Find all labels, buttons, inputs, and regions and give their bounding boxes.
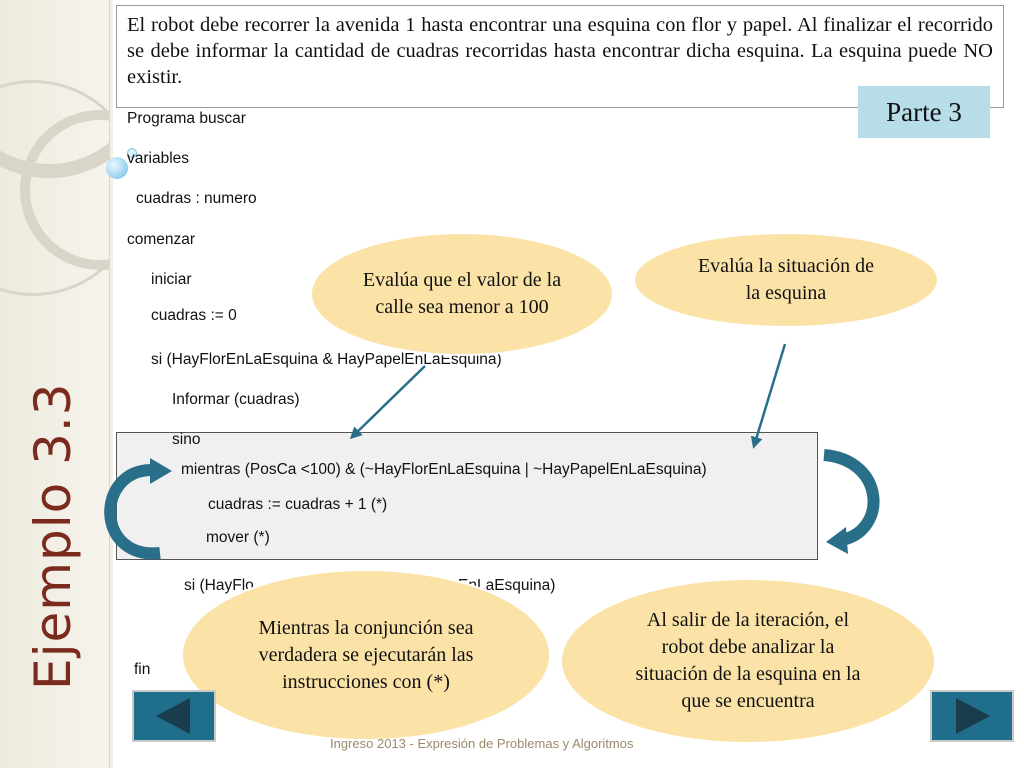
loop-highlight-box	[116, 432, 818, 560]
decor-rule	[109, 0, 113, 768]
curved-arrow-icon	[823, 449, 880, 554]
part-badge: Parte 3	[858, 86, 990, 138]
code-line: Programa buscar	[127, 110, 246, 127]
code-line: fin	[134, 661, 151, 678]
code-line: si (HayFlorEnLaEsquina & HayPapelEnLaEsq…	[151, 351, 502, 368]
code-line: si (HayFlo	[184, 577, 254, 594]
prev-arrow-icon	[156, 698, 190, 734]
callout-text: Mientras la conjunción sea verdadera se …	[258, 616, 474, 693]
curved-arrow-icon	[104, 458, 172, 560]
callout-text: Al salir de la iteración, el robot debe …	[635, 609, 861, 712]
code-line: sino	[172, 431, 201, 448]
pointer-arrow-icon	[349, 365, 426, 440]
decor-dot	[127, 148, 137, 158]
callout-text: Evalúa la situación de la esquina	[697, 255, 875, 304]
code-line: cuadras := cuadras + 1 (*)	[208, 496, 388, 513]
decor-dot	[106, 157, 128, 179]
code-line: Informar (cuadras)	[172, 391, 300, 408]
left-decor-band	[0, 0, 113, 768]
callout-text: Evalúa que el valor de la calle sea meno…	[362, 269, 562, 318]
code-line: cuadras : numero	[136, 190, 257, 207]
code-line: mover (*)	[206, 529, 270, 546]
code-line: comenzar	[127, 231, 196, 248]
callout-calle: Evalúa que el valor de la calle sea meno…	[310, 232, 614, 356]
next-arrow-icon	[956, 698, 990, 734]
code-line: variables	[127, 150, 190, 167]
problem-statement: El robot debe recorrer la avenida 1 hast…	[116, 5, 1004, 108]
pointer-arrow-icon	[750, 343, 787, 449]
next-slide-button[interactable]	[930, 690, 1014, 742]
code-line: mientras (PosCa <100) & (~HayFlorEnLaEsq…	[181, 461, 707, 478]
callout-salir: Al salir de la iteración, el robot debe …	[560, 578, 936, 744]
callout-conjuncion: Mientras la conjunción sea verdadera se …	[181, 569, 551, 741]
footer-text: Ingreso 2013 - Expresión de Problemas y …	[330, 736, 634, 751]
callout-situacion: Evalúa la situación de la esquina	[633, 232, 939, 328]
code-line: iniciar	[151, 271, 192, 288]
prev-slide-button[interactable]	[132, 690, 216, 742]
code-line: cuadras := 0	[151, 307, 237, 324]
